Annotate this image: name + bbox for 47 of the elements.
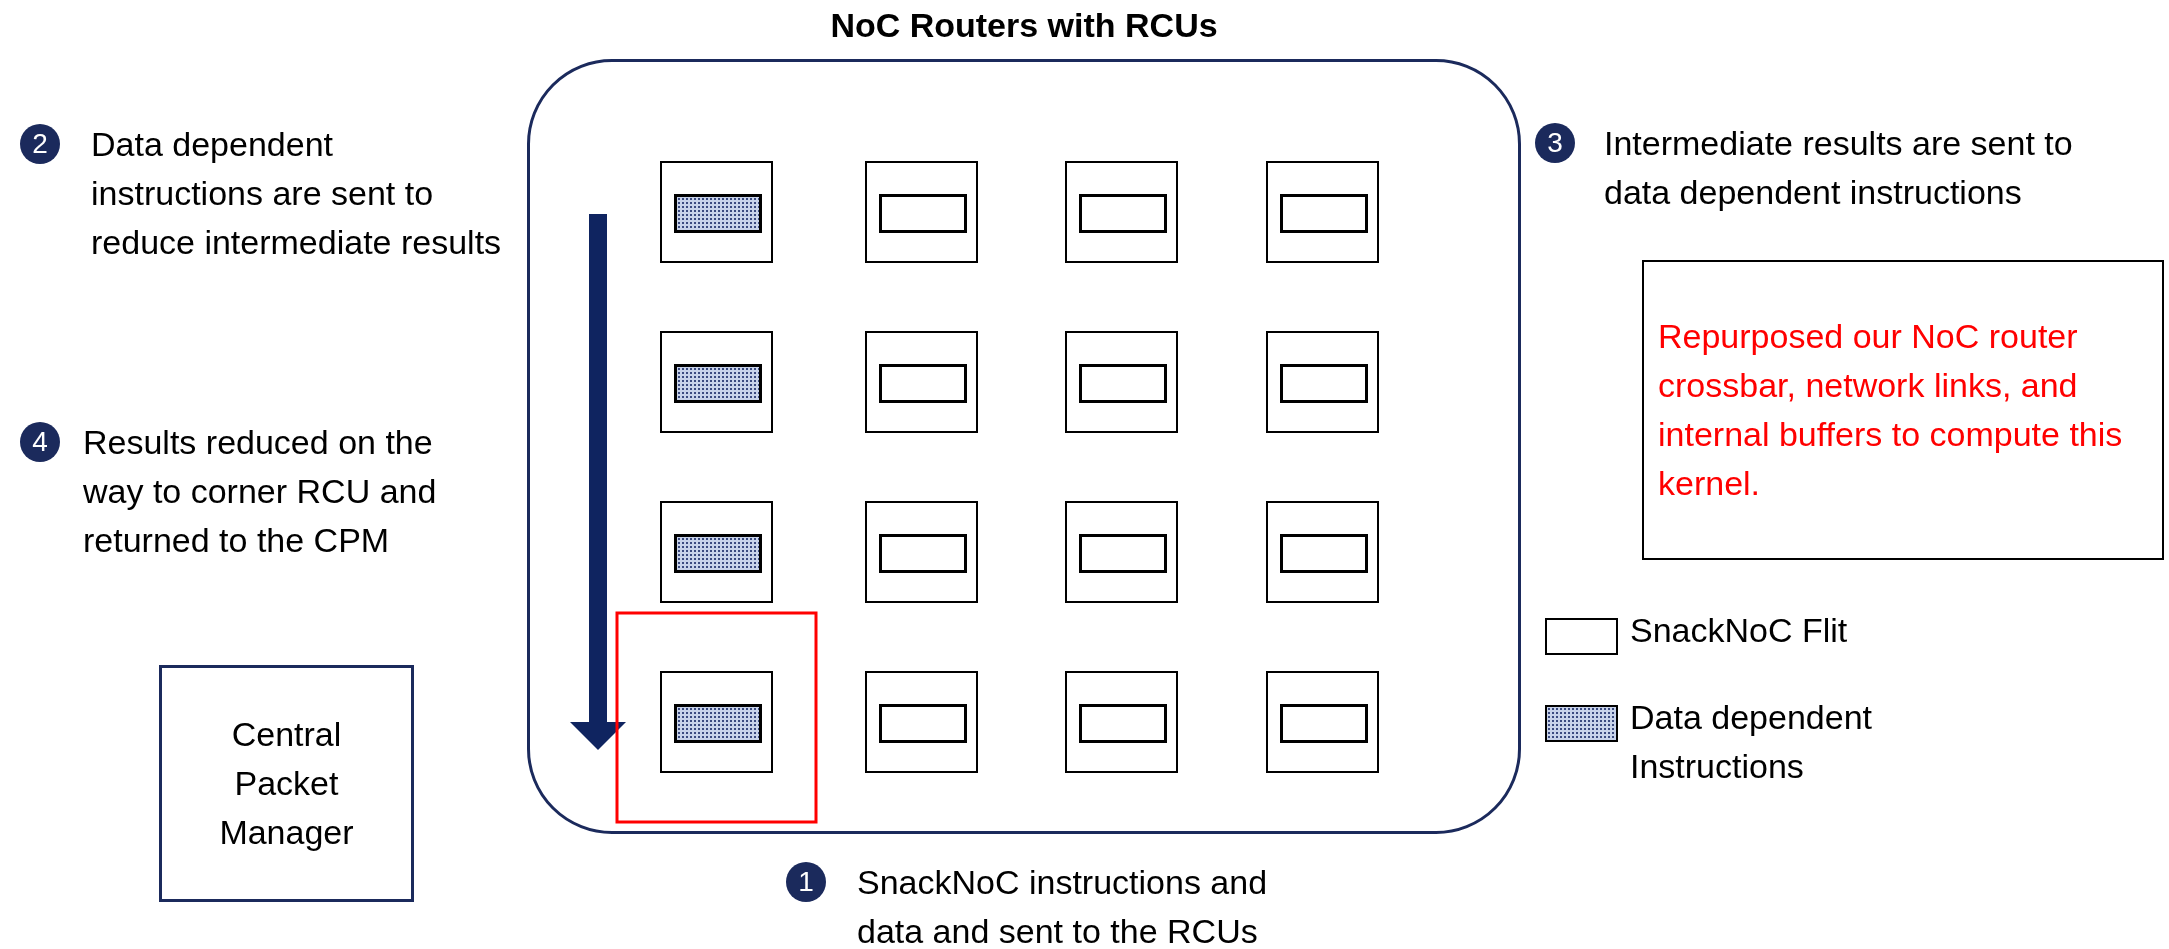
data-instruction-flit (674, 194, 762, 233)
step-number: 3 (1535, 123, 1575, 163)
manager-box (159, 665, 414, 902)
router-box (1266, 501, 1379, 603)
step-number: 4 (20, 422, 60, 462)
step-text: Results reduced on the way to corner RCU and returned to the CPM (83, 422, 438, 561)
flit-box (879, 704, 967, 743)
data-instruction-flit (674, 534, 762, 573)
flit-box (1079, 534, 1167, 573)
flit-box (1280, 704, 1368, 743)
router-box (865, 161, 978, 263)
router-box (1065, 671, 1178, 773)
step-number: 2 (20, 124, 60, 164)
step-text: Intermediate results are sent to data dependent instructions (1604, 123, 2074, 213)
router-box (660, 161, 773, 263)
manager-label: Central Packet Manager (218, 714, 355, 853)
flit-box (879, 194, 967, 233)
step-number: 1 (786, 862, 826, 902)
note-text: Repurposed our NoC router crossbar, network links, and internal buffers to compute this kernel. (1658, 316, 2124, 504)
flit-box (879, 364, 967, 403)
router-box (660, 331, 773, 433)
flit-box (1079, 194, 1167, 233)
router-box (1266, 331, 1379, 433)
flit-box (1280, 534, 1368, 573)
step-text: Data dependent instructions are sent to reduce intermediate results (91, 124, 503, 263)
router-box (1065, 501, 1178, 603)
router-box (1266, 161, 1379, 263)
data-instruction-flit (674, 364, 762, 403)
router-box (1065, 331, 1178, 433)
flit-box (1280, 364, 1368, 403)
router-box (865, 331, 978, 433)
panel-title: NoC Routers with RCUs (829, 6, 1219, 45)
flit-box (1280, 194, 1368, 233)
router-box (660, 671, 773, 773)
router-box (1266, 671, 1379, 773)
router-box (1065, 161, 1178, 263)
flit-box (1079, 704, 1167, 743)
legend-text: Data dependent Instructions (1630, 697, 1873, 787)
note-box (1642, 260, 2164, 560)
router-box (865, 671, 978, 773)
legend-text: SnackNoC Flit (1630, 610, 1849, 651)
flit-box (1079, 364, 1167, 403)
data-instruction-flit (674, 704, 762, 743)
router-box (660, 501, 773, 603)
flit-box (879, 534, 967, 573)
step-text: SnackNoC instructions and data and sent to the RCUs (857, 862, 1269, 949)
router-box (865, 501, 978, 603)
